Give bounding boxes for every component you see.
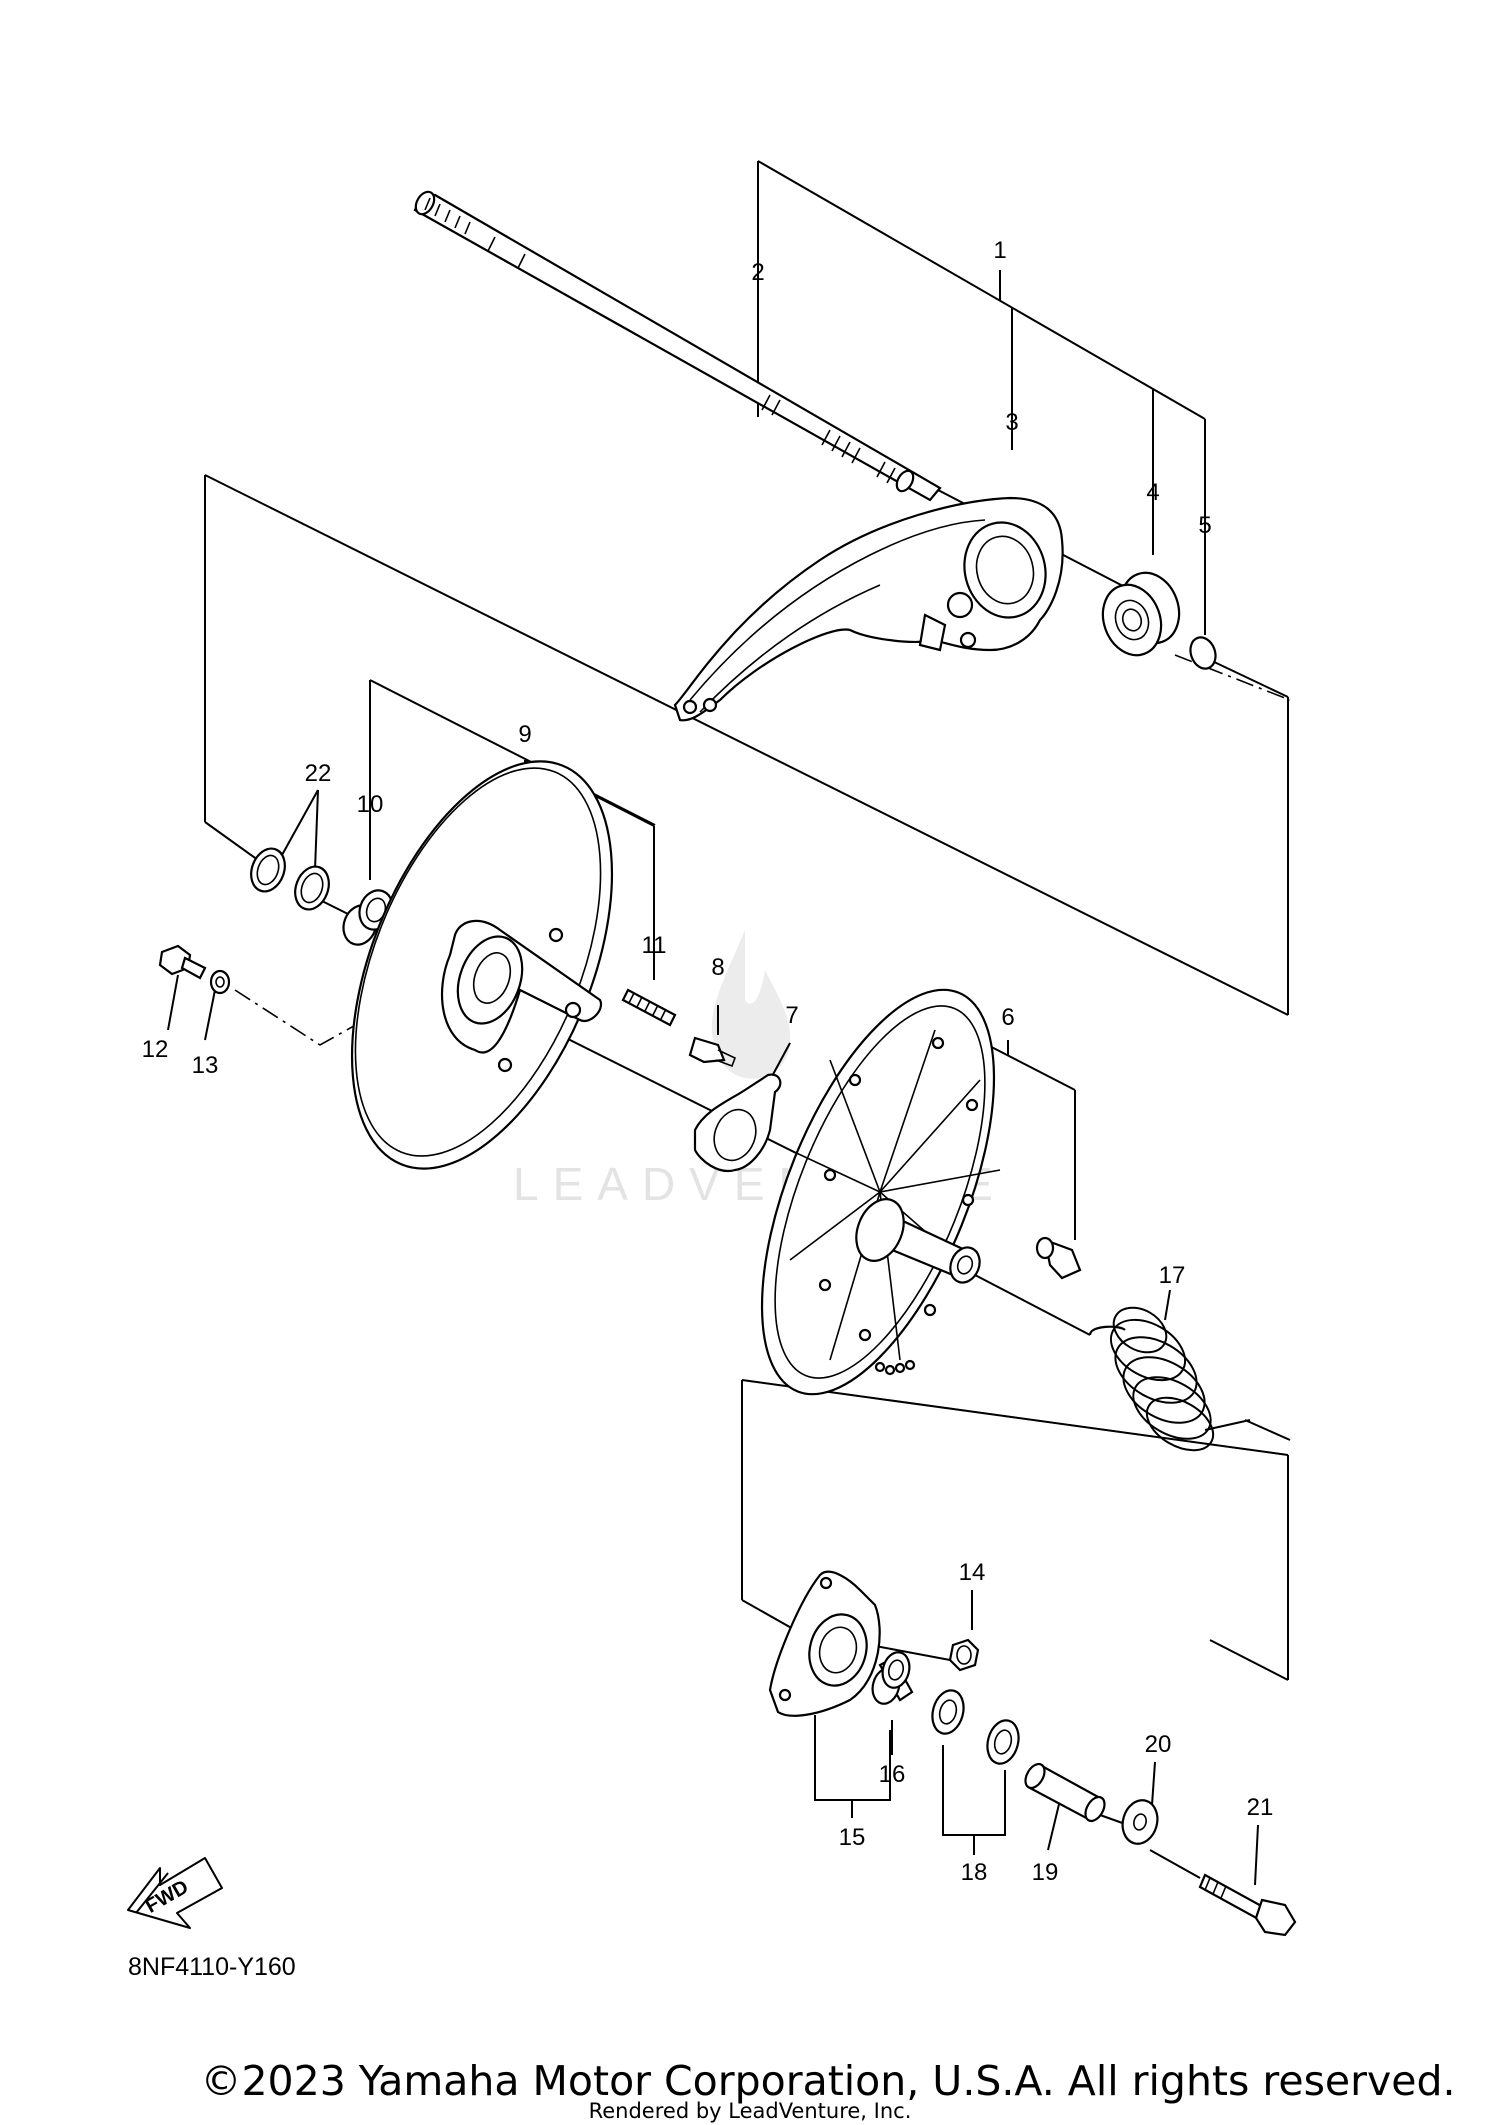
- washer-part: [209, 969, 231, 995]
- circlip-part: [1189, 636, 1217, 670]
- callout-6: 6: [1001, 1004, 1014, 1031]
- spring-part: [1088, 1306, 1251, 1452]
- callout-15: 15: [839, 1824, 866, 1851]
- callout-12: 12: [142, 1036, 169, 1063]
- callout-8: 8: [711, 954, 724, 981]
- callout-10: 10: [357, 791, 384, 818]
- callout-13: 13: [192, 1052, 219, 1079]
- callout-18: 18: [961, 1859, 988, 1886]
- callout-11: 11: [642, 932, 667, 959]
- callout-21: 21: [1247, 1794, 1274, 1821]
- bushing-small-part: [871, 1651, 914, 1705]
- callout-17: 17: [1159, 1262, 1186, 1289]
- collar-part: [1024, 1762, 1106, 1823]
- washer-pair-part: [931, 1689, 1020, 1765]
- fwd-arrow-icon: FWD: [127, 1857, 223, 1929]
- callout-16: 16: [879, 1761, 906, 1788]
- leader-lines: [167, 160, 1291, 1886]
- callout-3: 3: [1005, 409, 1018, 436]
- fixed-sheave-part: [350, 760, 614, 1170]
- bushing-part: [342, 889, 394, 946]
- bolt-long-part: [1198, 1873, 1297, 1937]
- nut-part: [688, 1036, 737, 1068]
- callout-20: 20: [1145, 1731, 1172, 1758]
- callout-5: 5: [1198, 512, 1211, 539]
- bolt-part: [158, 944, 207, 980]
- cam-housing-part: [768, 1570, 881, 1717]
- bearing-part: [1101, 571, 1181, 657]
- shaft-part: [413, 190, 942, 502]
- callout-19: 19: [1032, 1859, 1059, 1886]
- gasket-part: [693, 1073, 782, 1173]
- copyright-text: ©2023 Yamaha Motor Corporation, U.S.A. A…: [200, 2057, 1455, 2105]
- diagram-code: 8NF4110-Y160: [128, 1953, 296, 1981]
- callout-7: 7: [785, 1002, 798, 1029]
- callout-9: 9: [518, 721, 531, 748]
- callout-22: 22: [305, 760, 332, 787]
- callout-14: 14: [959, 1559, 986, 1586]
- callout-labels: 1 2 3 4 5 6 7 8 9 10 11 12 13 14 15 16 1…: [142, 237, 1274, 1886]
- nut-small-part: [948, 1638, 980, 1672]
- washer-large-part: [1121, 1799, 1159, 1845]
- callout-2: 2: [751, 259, 764, 286]
- rendered-by-text: Rendered by LeadVenture, Inc.: [589, 2099, 912, 2123]
- callout-4: 4: [1146, 479, 1159, 506]
- callout-1: 1: [993, 237, 1006, 264]
- movable-sheave-part: [760, 988, 1082, 1396]
- stud-part: [621, 988, 677, 1027]
- shim-part: [250, 847, 330, 911]
- arm-part: [673, 496, 1064, 722]
